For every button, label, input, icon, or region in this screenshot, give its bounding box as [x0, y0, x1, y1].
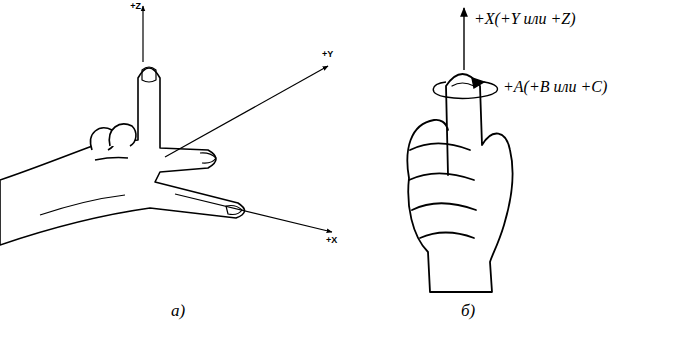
axis-label: +Z	[130, 2, 141, 12]
rotation-label: +A(+B или +C)	[503, 78, 607, 96]
axis-label: +Y	[322, 50, 333, 60]
figure-caption: а)	[171, 302, 185, 321]
figure-caption: б)	[461, 302, 475, 321]
open-hand	[0, 67, 245, 245]
axis-label: +X(+Y или +Z)	[474, 10, 576, 28]
fist-thumb-up	[407, 74, 512, 292]
axis-label: +X	[326, 236, 337, 246]
coordinate-axes	[143, 6, 332, 232]
